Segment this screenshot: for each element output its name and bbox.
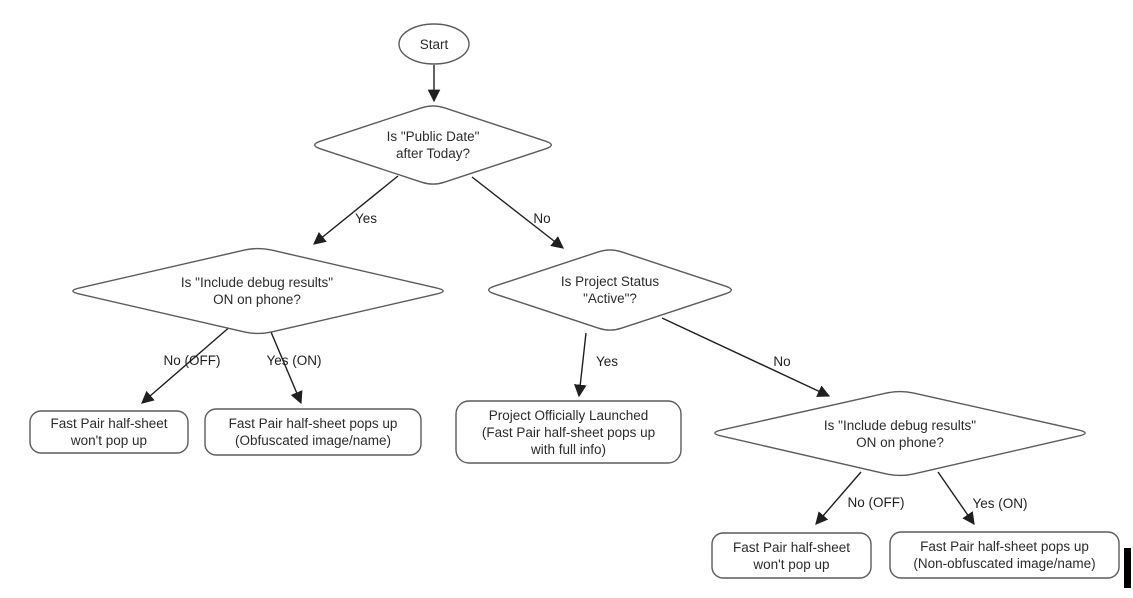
edge-label-debug-right-yes-on: Yes (ON) bbox=[972, 496, 1028, 511]
edge-label-public-date-yes: Yes bbox=[354, 211, 378, 226]
public-date-decision-shape bbox=[314, 105, 553, 185]
outcome-obfuscated-shape bbox=[204, 408, 422, 456]
text-cursor-artifact bbox=[1124, 548, 1131, 588]
edge-label-debug-right-no-off: No (OFF) bbox=[847, 495, 905, 510]
edge-debug-left-no-off bbox=[141, 324, 233, 404]
edge-public-date-no bbox=[471, 176, 564, 249]
edge-public-date-yes bbox=[313, 175, 399, 245]
edge-label-debug-left-yes-on: Yes (ON) bbox=[266, 353, 322, 368]
edge-debug-left-yes-on bbox=[270, 331, 303, 405]
edge-label-debug-left-no-off: No (OFF) bbox=[163, 353, 221, 368]
node-label-no-popup-left: Fast Pair half-sheet won't pop up bbox=[50, 416, 168, 448]
outcome-no-popup-left-shape bbox=[29, 410, 189, 454]
edge-label-project-status-no: No bbox=[773, 354, 791, 369]
node-label-obfuscated: Fast Pair half-sheet pops up (Obfuscated… bbox=[228, 416, 398, 448]
node-label-start: Start bbox=[419, 36, 449, 52]
debug-right-decision-shape bbox=[714, 390, 1086, 477]
edge-project-status-no bbox=[661, 317, 831, 397]
project-status-decision-shape bbox=[488, 249, 733, 331]
node-label-debug-left: Is "Include debug results" ON on phone? bbox=[180, 275, 334, 307]
start-terminator-shape bbox=[398, 23, 470, 65]
outcome-non-obfuscated-shape bbox=[889, 531, 1120, 579]
node-label-debug-right: Is "Include debug results" ON on phone? bbox=[823, 417, 977, 450]
edge-label-public-date-no: No bbox=[533, 211, 551, 226]
edge-label-project-status-yes: Yes bbox=[595, 354, 619, 369]
edge-debug-right-no-off bbox=[815, 471, 862, 525]
edge-project-status-yes bbox=[573, 332, 587, 398]
node-label-non-obfuscated: Fast Pair half-sheet pops up (Non-obfusc… bbox=[913, 539, 1096, 571]
edge-debug-right-yes-on bbox=[937, 471, 975, 526]
node-label-project-status: Is Project Status "Active"? bbox=[560, 274, 660, 306]
outcome-no-popup-right-shape bbox=[711, 532, 872, 579]
outcome-launched-shape bbox=[455, 400, 682, 464]
debug-left-decision-shape bbox=[72, 247, 444, 335]
node-label-launched: Project Officially Launched (Fast Pair h… bbox=[481, 407, 656, 457]
node-label-public-date: Is "Public Date" after Today? bbox=[386, 129, 480, 161]
node-label-no-popup-right: Fast Pair half-sheet won't pop up bbox=[732, 539, 851, 572]
